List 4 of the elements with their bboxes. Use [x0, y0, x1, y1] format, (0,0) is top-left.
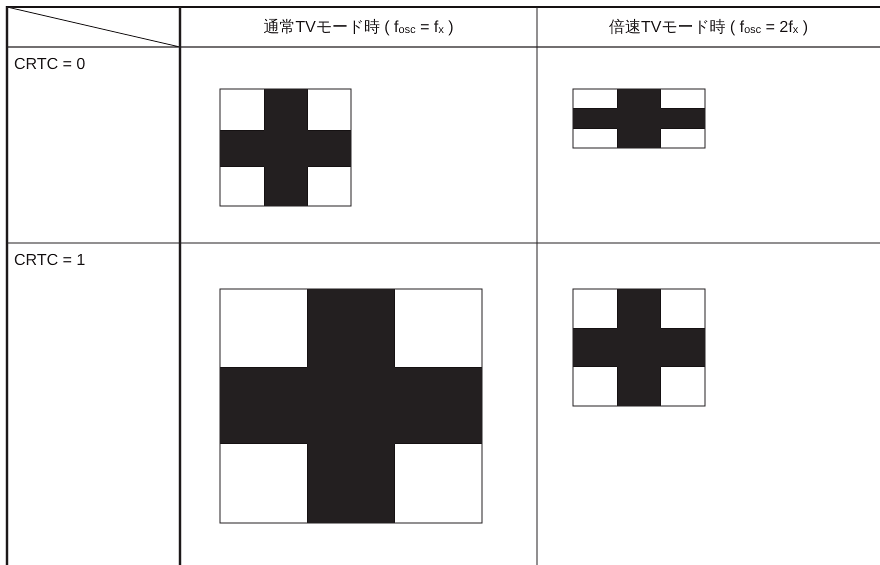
column-header: 倍速TVモード時 ( f$_{osc}$ = 2f$_{x}$ ) [608, 18, 810, 38]
row-header: CRTC = 1 [14, 252, 86, 270]
column-header: 通常TVモード時 ( f$_{osc}$ = f$_{x}$ ) [262, 18, 455, 38]
row-header: CRTC = 0 [14, 56, 86, 74]
